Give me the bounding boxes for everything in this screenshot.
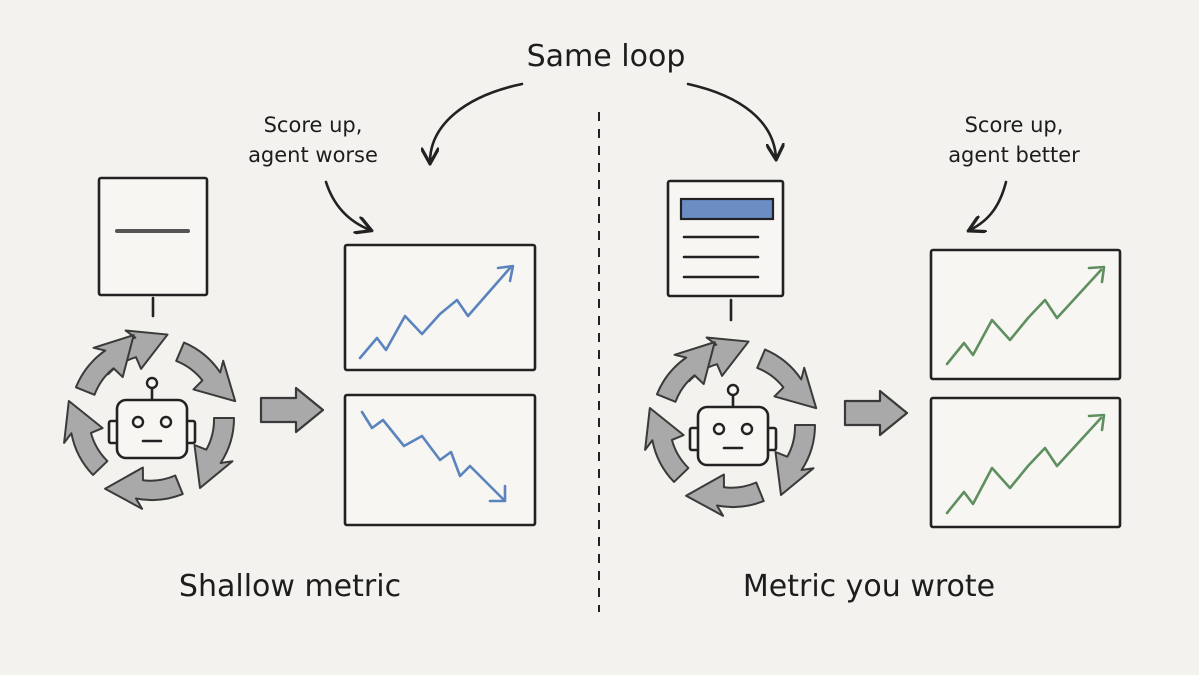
right-arrow-icon (843, 389, 909, 437)
left-annotation-line2: agent worse (248, 143, 378, 167)
trend-up-icon (945, 268, 1103, 366)
robot-icon (688, 383, 778, 467)
right-caption: Metric you wrote (743, 569, 995, 604)
title-arrow-right (686, 82, 776, 158)
trend-down-icon (360, 410, 505, 501)
title-arrow-left (430, 82, 524, 162)
right-annotation-line1: Score up, (965, 113, 1064, 137)
trend-up-icon (945, 416, 1103, 515)
left-caption: Shallow metric (179, 569, 401, 604)
chart-top-right (929, 248, 1122, 381)
chart-bottom-left (343, 393, 537, 527)
left-annotation-arrow (324, 180, 370, 230)
document-icon (666, 179, 785, 298)
robot-icon (107, 376, 197, 460)
left-panel: Score up, agent worse (43, 113, 537, 604)
title: Same loop (527, 39, 686, 74)
right-arrow-icon (259, 386, 325, 434)
right-annotation-line2: agent better (948, 143, 1080, 167)
right-panel: Score up, agent better (624, 113, 1122, 604)
left-annotation-line1: Score up, (264, 113, 363, 137)
trend-up-icon (358, 266, 512, 360)
chart-bottom-right (929, 396, 1122, 529)
right-annotation-arrow (970, 180, 1008, 230)
chart-top-left (343, 243, 537, 372)
document-icon (97, 176, 209, 297)
